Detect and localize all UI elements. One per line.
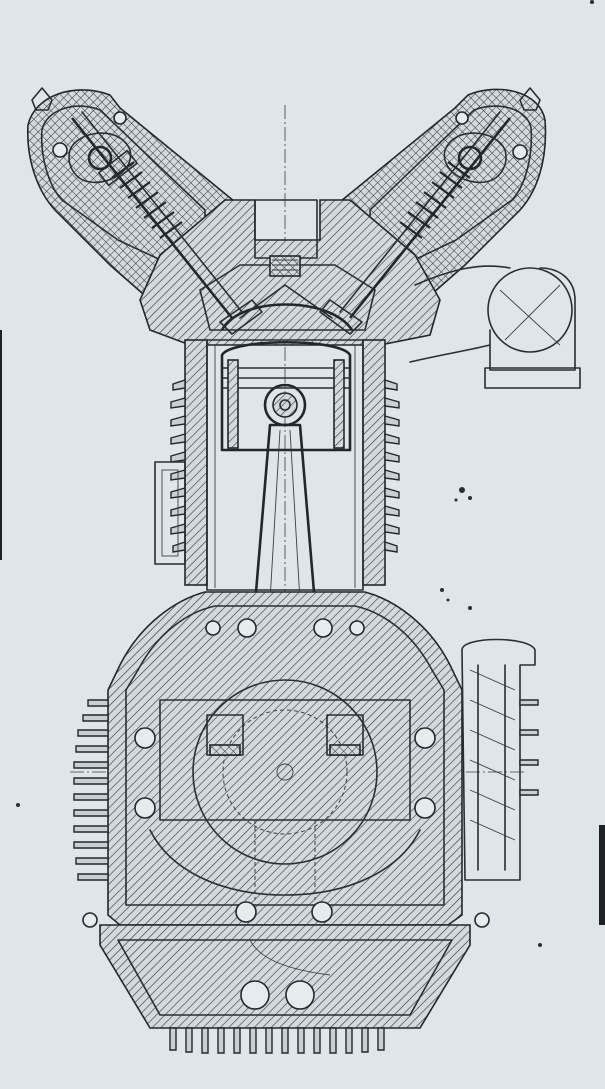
left-valve-assembly — [70, 111, 263, 335]
right-edge-mark — [599, 825, 605, 925]
left-rocker — [31, 87, 132, 184]
oil-sump — [99, 924, 471, 1029]
right-rocker — [443, 87, 541, 184]
right-valve-assembly — [319, 111, 512, 335]
left-barrel-fins — [170, 379, 186, 553]
oil-pump-housing — [461, 638, 539, 881]
ink-specks — [16, 0, 594, 947]
left-crankcase-fins — [73, 699, 109, 881]
gudgeon-pin — [263, 383, 307, 427]
cylinder-head — [26, 88, 547, 346]
pushrod-housing — [154, 461, 186, 565]
piston — [220, 341, 352, 452]
sump-fins — [169, 1027, 385, 1054]
right-barrel-fins — [384, 379, 400, 553]
cylinder-barrel — [184, 339, 386, 591]
crankcase — [107, 591, 463, 926]
exhaust-port — [409, 265, 581, 389]
crankcase-bolts — [82, 618, 490, 928]
